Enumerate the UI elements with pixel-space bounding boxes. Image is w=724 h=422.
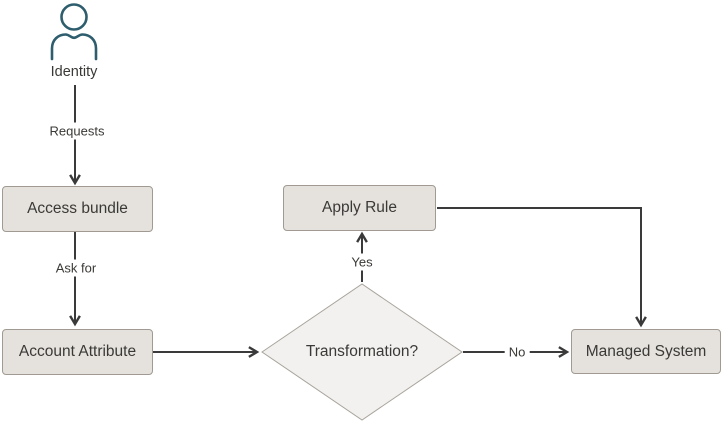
edge-label-yes: Yes [347,253,377,271]
node-transformation-label: Transformation? [305,343,419,360]
node-account-attribute: Account Attribute [2,329,153,375]
edge-label-no: No [504,343,530,361]
node-managed-system: Managed System [571,329,721,374]
node-apply-rule: Apply Rule [283,185,436,231]
edge-label-requests: Requests [45,122,109,140]
node-access-bundle-label: Access bundle [27,200,128,217]
edge-label-ask-for: Ask for [51,259,101,277]
node-managed-system-label: Managed System [585,342,707,360]
node-identity-label: Identity [50,64,98,80]
node-account-attribute-label: Account Attribute [18,343,137,360]
decision-diamond-shape [261,283,463,421]
person-icon [50,3,98,61]
node-access-bundle: Access bundle [2,186,153,232]
edge-apply-rule-to-managed-system [437,207,647,328]
node-transformation: Transformation? [262,284,462,420]
node-apply-rule-label: Apply Rule [322,199,397,216]
